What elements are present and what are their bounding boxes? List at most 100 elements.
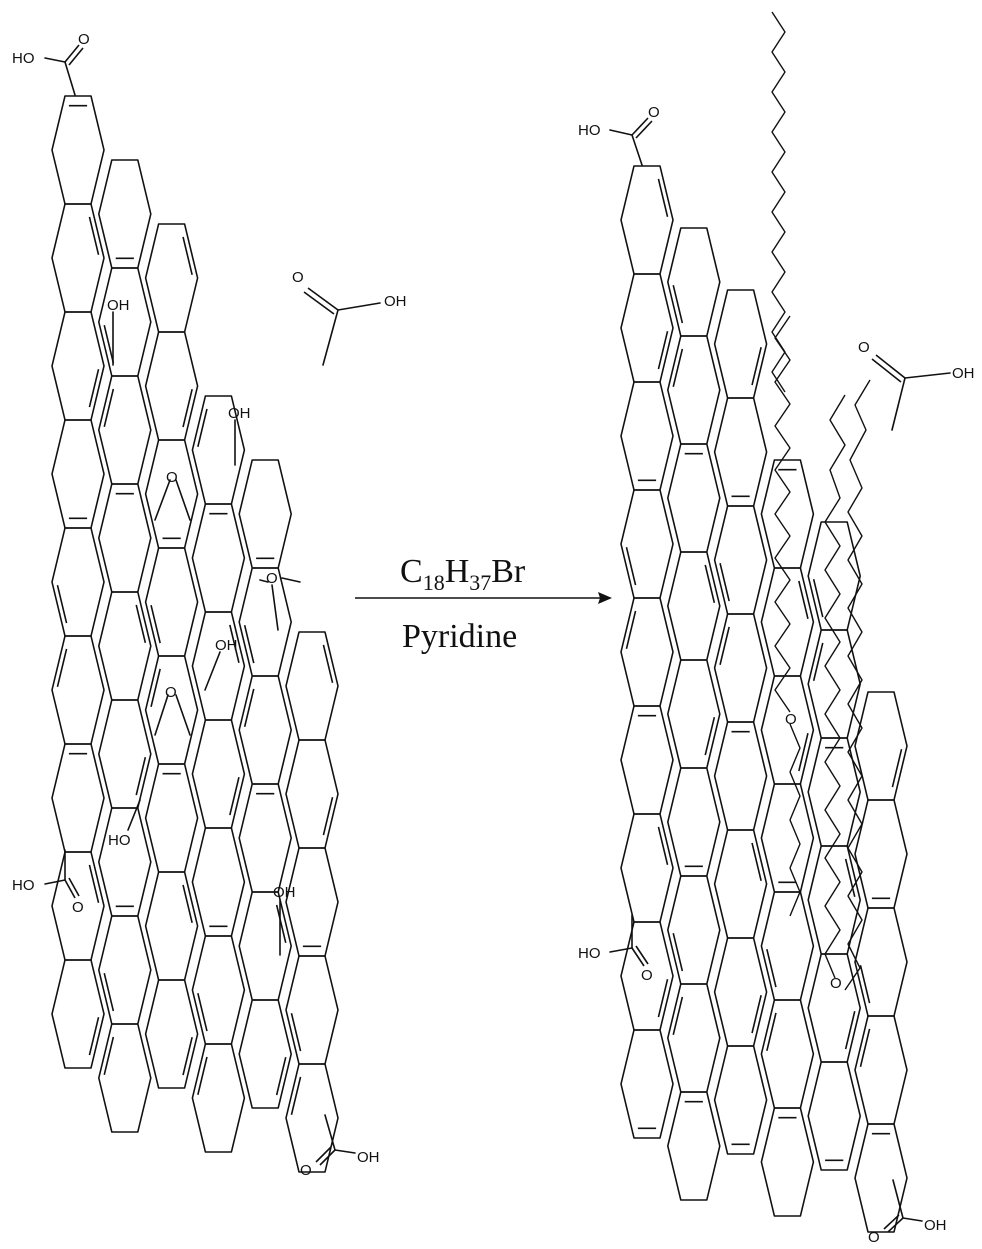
left-right-cooh-oh: OH: [384, 293, 407, 310]
left-ring-15: [98, 807, 152, 917]
left-ring-5: [51, 635, 105, 745]
left-ring-9: [98, 159, 152, 269]
left-ring-18: [144, 223, 199, 333]
left-double-bond: [103, 388, 115, 427]
left-double-bond: [182, 389, 193, 428]
right-double-bond: [657, 331, 669, 370]
left-ring-29: [191, 719, 246, 829]
right-double-bond: [798, 733, 809, 772]
solvent-label: Pyridine: [402, 618, 517, 655]
right-ring-15: [666, 875, 721, 985]
left-ring-20: [144, 439, 199, 549]
left-double-bond: [150, 668, 161, 707]
left-double-bond: [243, 688, 255, 727]
right-right-cooh-oh: OH: [952, 365, 975, 382]
left-right-carboxyl: O OH: [292, 269, 407, 366]
right-bottom-left-carboxyl: HO O: [578, 914, 653, 984]
left-ring-8: [51, 959, 105, 1069]
graphene-oxide-sheet: HO O O OH HO O O OH: [12, 31, 407, 1179]
right-ring-1: [620, 273, 674, 383]
alkyl-chain-2: [789, 723, 801, 917]
right-ether-o-2: O: [830, 975, 842, 992]
reaction-arrow-group: C18H37Br Pyridine: [355, 553, 612, 655]
left-ring-4: [51, 527, 105, 637]
right-double-bond: [672, 933, 684, 972]
left-ring-2: [51, 311, 105, 421]
left-ring-42: [285, 955, 339, 1065]
right-double-bond: [844, 1011, 856, 1050]
right-ring-19: [713, 397, 768, 507]
left-double-bond: [103, 973, 115, 1012]
left-double-bond: [275, 1057, 287, 1096]
right-double-bond: [751, 995, 762, 1034]
epoxide-1-o: O: [166, 469, 178, 486]
left-bottom-left-carboxyl: HO O: [12, 849, 84, 916]
alkylated-graphene-sheet: HO O O OH HO O O OH: [578, 11, 975, 1246]
left-double-bond: [182, 1037, 193, 1076]
right-ring-39: [854, 691, 908, 801]
left-top-cooh-o: O: [78, 31, 90, 48]
left-ring-21: [144, 547, 199, 657]
left-ring-33: [238, 459, 293, 569]
left-ring-6: [51, 743, 105, 853]
left-double-bond: [182, 884, 193, 923]
left-ring-30: [191, 827, 246, 937]
right-double-bond: [798, 580, 809, 619]
right-ring-40: [854, 799, 908, 909]
right-double-bond: [625, 547, 637, 586]
left-ring-22: [144, 655, 199, 765]
right-ring-12: [666, 551, 721, 661]
left-ring-11: [98, 375, 152, 485]
right-double-bond: [812, 579, 824, 618]
right-ring-31: [760, 999, 815, 1109]
left-ring-24: [144, 871, 199, 981]
right-ring-34: [807, 629, 862, 739]
right-double-bond: [672, 996, 684, 1035]
alkyl-chain-4: [844, 379, 871, 991]
hydroxyl-1: OH: [107, 297, 130, 314]
left-hexagon-lattice: [51, 95, 339, 1173]
right-double-bond: [766, 1012, 777, 1051]
epoxide-2-o: O: [266, 570, 278, 587]
left-ring-14: [98, 699, 152, 809]
right-ring-16: [666, 983, 721, 1093]
left-double-bond: [197, 1056, 208, 1095]
right-right-carboxyl: O OH: [858, 339, 975, 431]
right-double-bond: [719, 563, 730, 602]
left-ring-1: [51, 203, 105, 313]
right-ring-33: [807, 521, 862, 631]
left-bl-cooh-ho: HO: [12, 877, 35, 894]
left-bl-cooh-o: O: [72, 899, 84, 916]
right-double-bond: [657, 178, 669, 217]
right-ring-30: [760, 891, 815, 1001]
left-double-bond: [56, 648, 68, 687]
right-ring-2: [620, 381, 674, 491]
right-ring-9: [666, 227, 721, 337]
left-b-cooh-oh: OH: [357, 1149, 380, 1166]
left-double-bond: [290, 1013, 302, 1052]
left-double-bond: [322, 797, 334, 836]
left-ring-10: [98, 267, 152, 377]
left-double-bond: [182, 236, 193, 275]
right-double-bond: [672, 285, 684, 324]
right-ether-o-1: O: [785, 711, 797, 728]
left-double-bond: [88, 864, 100, 903]
left-ring-41: [285, 847, 339, 957]
right-double-bond: [812, 642, 824, 681]
left-ring-39: [285, 631, 339, 741]
right-bl-cooh-o: O: [641, 967, 653, 984]
left-top-carboxyl: HO O: [12, 31, 90, 96]
left-double-bond: [229, 624, 240, 663]
right-ring-4: [620, 597, 674, 707]
hydroxyl-3: OH: [215, 637, 238, 654]
left-double-bond: [197, 993, 208, 1032]
right-bl-cooh-ho: HO: [578, 945, 601, 962]
right-double-bond: [672, 348, 684, 387]
right-double-bond: [859, 1028, 871, 1067]
right-double-bond: [844, 858, 856, 897]
right-top-cooh-ho: HO: [578, 122, 601, 139]
left-ring-23: [144, 763, 199, 873]
right-ring-29: [760, 783, 815, 893]
left-ring-12: [98, 483, 152, 593]
left-ring-13: [98, 591, 152, 701]
